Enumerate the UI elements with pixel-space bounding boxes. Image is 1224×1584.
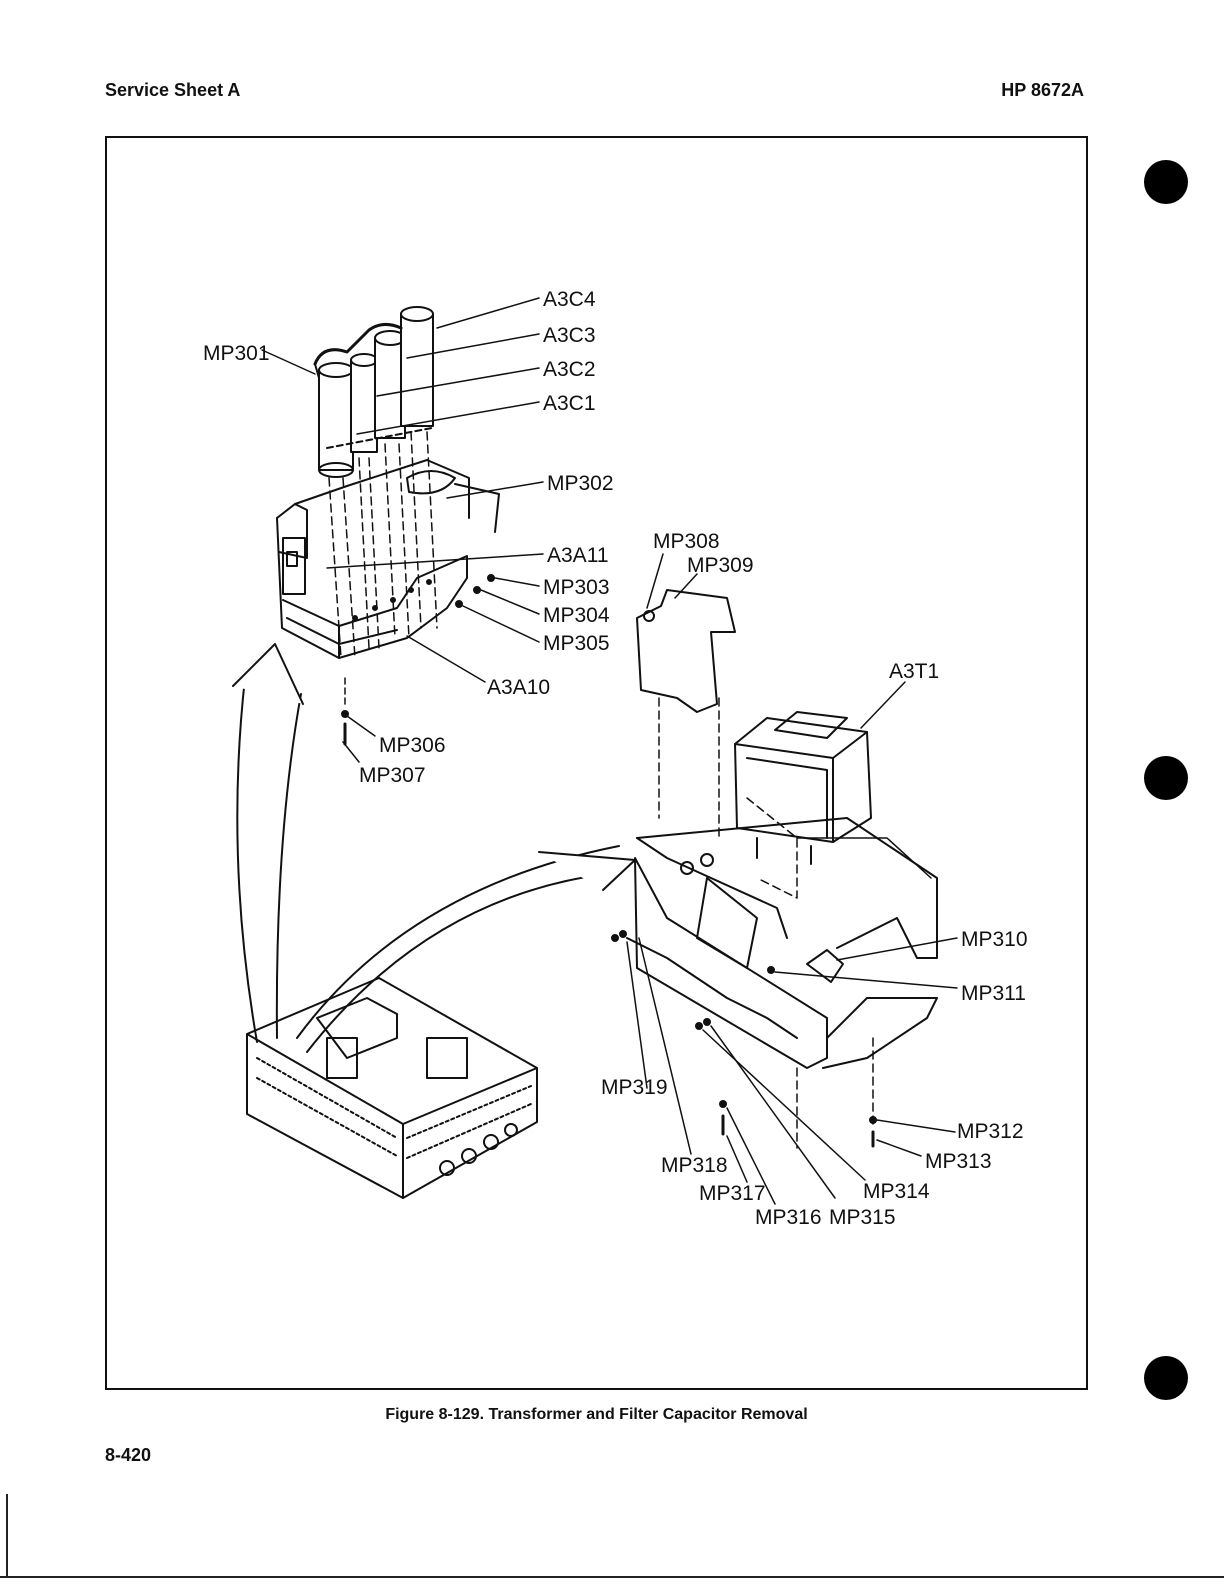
callout-mp304: MP304 [543, 604, 610, 627]
callout-mp319: MP319 [601, 1076, 668, 1099]
callout-mp312: MP312 [957, 1120, 1024, 1143]
callout-mp303: MP303 [543, 576, 610, 599]
callout-a3c2: A3C2 [543, 358, 596, 381]
shield-plate [637, 590, 735, 838]
bracket-screws [342, 575, 494, 744]
callout-mp317: MP317 [699, 1182, 766, 1205]
binder-hole-icon [1144, 160, 1188, 204]
removal-arrows [233, 644, 635, 1052]
callout-mp313: MP313 [925, 1150, 992, 1173]
callout-mp307: MP307 [359, 764, 426, 787]
callout-mp316: MP316 [755, 1206, 822, 1229]
callout-mp310: MP310 [961, 928, 1028, 951]
callout-a3c1: A3C1 [543, 392, 596, 415]
header-model-number: HP 8672A [1001, 80, 1084, 101]
instrument-chassis [247, 978, 537, 1198]
page-number: 8-420 [105, 1445, 151, 1466]
chassis-screws [612, 931, 876, 1146]
callout-mp305: MP305 [543, 632, 610, 655]
scan-bottom-line [0, 1576, 1224, 1578]
callout-a3c4: A3C4 [543, 288, 596, 311]
figure-frame: A3C4 A3C3 A3C2 A3C1 MP301 MP302 A3A11 MP… [105, 136, 1088, 1390]
exploded-view-diagram: A3C4 A3C3 A3C2 A3C1 MP301 MP302 A3A11 MP… [107, 138, 1090, 1392]
scan-edge-line [6, 1494, 8, 1578]
callout-a3t1: A3T1 [889, 660, 939, 683]
callout-mp314: MP314 [863, 1180, 930, 1203]
callout-mp302: MP302 [547, 472, 614, 495]
binder-hole-icon [1144, 756, 1188, 800]
header-service-sheet: Service Sheet A [105, 80, 240, 101]
callout-a3a11: A3A11 [547, 544, 609, 567]
callout-mp301: MP301 [203, 342, 270, 365]
binder-hole-icon [1144, 1356, 1188, 1400]
transformer-assembly [735, 712, 871, 864]
callout-mp308: MP308 [653, 530, 720, 553]
callout-mp309: MP309 [687, 554, 754, 577]
filter-capacitor-bank [315, 307, 433, 477]
callout-mp315: MP315 [829, 1206, 896, 1229]
figure-caption: Figure 8-129. Transformer and Filter Cap… [105, 1406, 1088, 1424]
callout-a3c3: A3C3 [543, 324, 596, 347]
callout-mp311: MP311 [961, 982, 1026, 1005]
callout-mp318: MP318 [661, 1154, 728, 1177]
callout-a3a10: A3A10 [487, 676, 550, 699]
callout-mp306: MP306 [379, 734, 446, 757]
